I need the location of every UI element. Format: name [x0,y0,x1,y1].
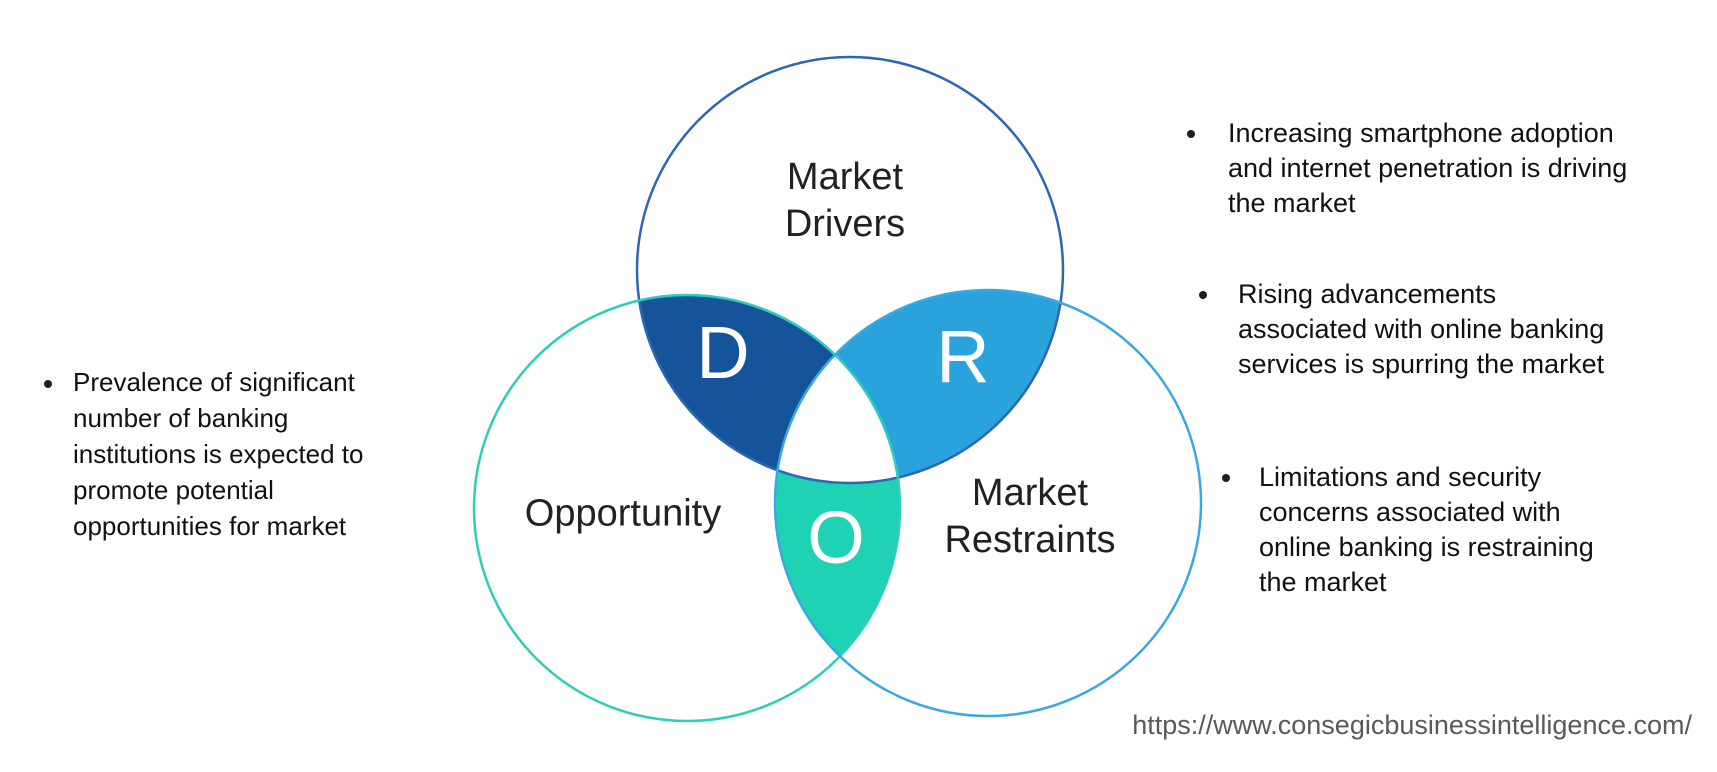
bullet-dot [44,380,52,388]
note-opportunity: Prevalence of significant number of bank… [44,364,364,544]
lens-drivers-restraints [775,290,1063,483]
note-restraint-text: Limitations and security concerns associ… [1259,462,1594,597]
lens-letter-o: O [807,496,865,579]
note-driver-1: Increasing smartphone adoption and inter… [1187,116,1627,221]
note-restraint: Limitations and security concerns associ… [1222,460,1594,600]
lens-letter-r: R [936,315,990,398]
note-driver-2: Rising advancements associated with onli… [1199,277,1604,382]
label-market-drivers: Market Drivers [784,156,906,245]
bullet-dot [1187,130,1195,138]
lens-letter-d: D [696,311,750,394]
note-driver-1-text: Increasing smartphone adoption and inter… [1228,118,1628,218]
note-driver-2-text: Rising advancements associated with onli… [1238,279,1605,379]
lens-drivers-opportunity [637,295,900,483]
label-opportunity: Opportunity [524,492,722,535]
bullet-dot [1222,474,1230,482]
label-market-restraints: Market Restraints [944,472,1116,561]
bullet-dot [1199,291,1207,299]
source-url: https://www.consegicbusinessintelligence… [1132,710,1692,740]
note-opportunity-text: Prevalence of significant number of bank… [73,367,364,541]
circle-drivers-outline [635,55,1065,485]
circle-opportunity-outline [472,293,902,723]
circle-restraints-outline [773,288,1203,718]
